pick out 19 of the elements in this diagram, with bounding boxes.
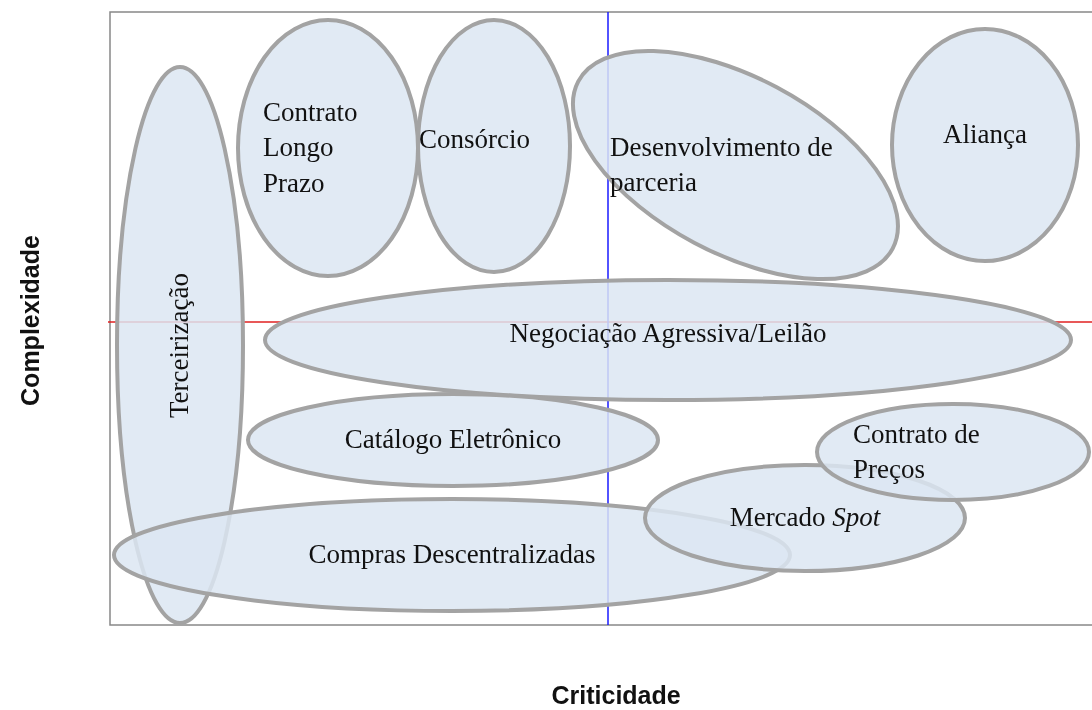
node-label: Mercado Spot — [728, 501, 882, 535]
node-label: Desenvolvimento de parceria — [610, 130, 834, 199]
ellipse-node — [890, 27, 1080, 263]
ellipse-node — [815, 402, 1091, 502]
ellipse-node — [236, 18, 420, 278]
ellipse-node — [570, 49, 900, 281]
ellipse-node — [263, 278, 1073, 402]
ellipse-node — [416, 18, 572, 274]
node-label: Compras Descentralizadas — [307, 538, 597, 572]
node-label: Catálogo Eletrônico — [343, 423, 563, 457]
axis-label: Criticidade — [551, 680, 681, 710]
node-label: Contrato Longo Prazo — [263, 96, 359, 200]
node-label: Terceirização — [163, 272, 196, 418]
node-label: Negociação Agressiva/Leilão — [508, 317, 828, 351]
node-label: Consórcio — [419, 123, 531, 157]
ellipse-node — [246, 392, 660, 488]
axis-label: Complexidade — [15, 234, 45, 406]
node-label: Contrato de Preços — [853, 417, 981, 486]
node-label: Aliança — [942, 118, 1028, 152]
